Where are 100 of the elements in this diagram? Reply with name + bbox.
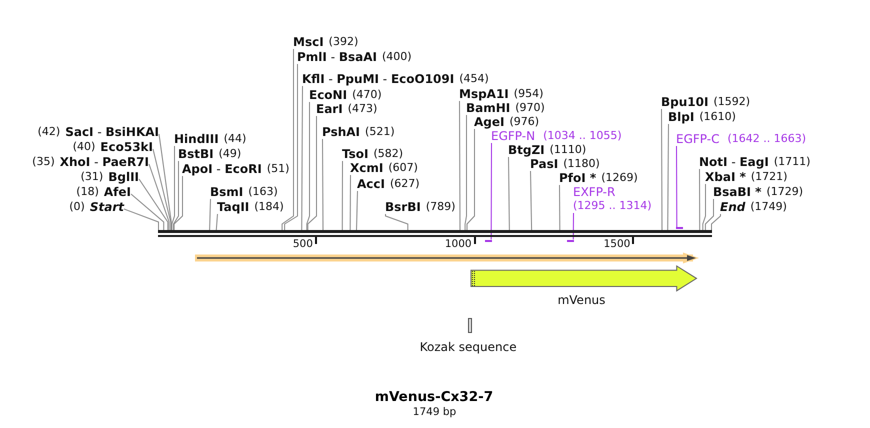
enzyme-name: Bpu10I	[661, 95, 708, 109]
cut-site-position: (1180)	[563, 157, 600, 171]
cut-site-position: (970)	[515, 101, 545, 115]
leader-line	[174, 176, 183, 230]
leader-line	[148, 164, 170, 230]
leader-line	[342, 160, 343, 230]
enzyme-name: TaqII	[217, 200, 250, 214]
cut-site-position: (627)	[390, 177, 420, 191]
cut-site-position: (49)	[218, 147, 242, 161]
enzyme-name: EcoNI	[309, 88, 348, 102]
enzyme-name: AccI	[357, 177, 385, 191]
primer-range: (1295 .. 1314)	[573, 199, 652, 213]
leader-line	[459, 100, 460, 230]
leader-line	[356, 190, 358, 230]
scale-label: 1000	[444, 237, 472, 251]
leader-line	[209, 198, 211, 230]
cut-site-position: (1729)	[766, 185, 804, 199]
cut-site-position: (1610)	[699, 110, 736, 124]
enzyme-name: SacI - BsiHKAI	[65, 125, 159, 139]
leader-line	[704, 198, 714, 230]
leader-line	[464, 114, 467, 230]
leader-line	[322, 138, 324, 230]
primer-mark	[484, 240, 492, 242]
cut-site-position: (400)	[382, 50, 412, 64]
leader-line	[124, 208, 159, 230]
enzyme-name: XcmI	[350, 161, 384, 175]
map-end-label: Start	[90, 200, 124, 214]
map-end-label: End	[720, 200, 746, 214]
cut-site-position: (1721)	[750, 170, 788, 184]
cut-site-position: (51)	[266, 162, 290, 176]
cut-site-position: (392)	[328, 35, 358, 49]
leader-line	[216, 214, 218, 230]
leader-line	[152, 148, 172, 230]
cut-site-position: (976)	[509, 115, 540, 129]
sequence-length: 1749 bp	[412, 405, 456, 419]
leader-line	[158, 134, 172, 230]
enzyme-name: BglII	[108, 170, 139, 184]
leader-line	[667, 124, 669, 230]
leader-line	[284, 64, 298, 230]
primer-name: EGFP-C	[676, 132, 720, 146]
leader-line	[702, 184, 706, 230]
cut-site-position: (18)	[76, 185, 99, 199]
leader-line	[699, 168, 700, 230]
enzyme-name: MspA1I	[459, 87, 509, 101]
leader-line	[138, 178, 168, 230]
leader-line	[385, 214, 408, 230]
enzyme-name: AfeI	[104, 185, 131, 199]
cut-site-position: (1269)	[601, 171, 638, 185]
primer-name: EGFP-N	[491, 129, 536, 143]
primer-mark	[676, 227, 683, 229]
enzyme-name: AgeI	[474, 115, 504, 129]
leader-line	[530, 170, 532, 230]
enzyme-name: BsaBI *	[713, 185, 762, 199]
enzyme-name: KflI - PpuMI - EcoO109I	[302, 72, 454, 86]
leader-line	[307, 116, 317, 230]
cut-site-position: (1711)	[774, 155, 810, 169]
primer-mark	[567, 240, 574, 242]
enzyme-name: PfoI *	[559, 171, 596, 185]
enzyme-name: Eco53kI	[100, 140, 153, 154]
enzyme-name: BtgZI	[508, 143, 545, 157]
leader-line	[171, 146, 175, 230]
enzyme-name: PmlI - BsaAI	[297, 50, 377, 64]
cut-site-position: (607)	[388, 161, 418, 175]
enzyme-name: BstBI	[178, 147, 214, 161]
enzyme-name: HindIII	[174, 132, 219, 146]
cut-site-position: (35)	[32, 155, 55, 169]
cut-site-position: (454)	[459, 72, 489, 86]
leader-line	[466, 128, 475, 230]
leader-line	[711, 214, 721, 230]
cut-site-position: (582)	[373, 147, 404, 161]
enzyme-name: BsmI	[210, 185, 244, 199]
enzyme-name: BlpI	[668, 110, 694, 124]
primer-range: (1034 .. 1055)	[543, 129, 622, 143]
scale-label: 1500	[604, 237, 630, 251]
primer-name: EXFP-R	[573, 185, 616, 199]
cut-site-position: (473)	[348, 102, 378, 116]
cut-site-position: (40)	[72, 140, 96, 154]
enzyme-name: NotI - EagI	[699, 155, 769, 169]
cut-site-position: (470)	[352, 88, 382, 102]
leader-line	[572, 212, 574, 240]
feature-label: mVenus	[558, 293, 606, 307]
sequence-backbone	[158, 230, 712, 237]
enzyme-name: PasI	[530, 157, 558, 171]
enzyme-name: BsrBI	[385, 200, 421, 214]
enzyme-name: ApoI - EcoRI	[182, 162, 262, 176]
leader-line	[676, 146, 678, 228]
leader-line	[508, 156, 510, 230]
cut-site-position: (44)	[224, 132, 246, 146]
map-title: mVenus-Cx32-7	[374, 390, 494, 404]
enzyme-name: EarI	[316, 102, 343, 116]
cut-site-position: (42)	[38, 125, 60, 139]
cut-site-position: (184)	[254, 200, 284, 214]
cut-site-position: (1110)	[550, 143, 586, 157]
cut-site-position: (789)	[426, 200, 456, 214]
leader-line	[173, 160, 179, 230]
enzyme-name: XhoI - PaeR7I	[60, 155, 149, 169]
scale-label: 500	[292, 237, 313, 251]
leader-line	[350, 174, 351, 230]
feature-arrow	[193, 252, 700, 264]
cut-site-position: (163)	[248, 185, 278, 199]
